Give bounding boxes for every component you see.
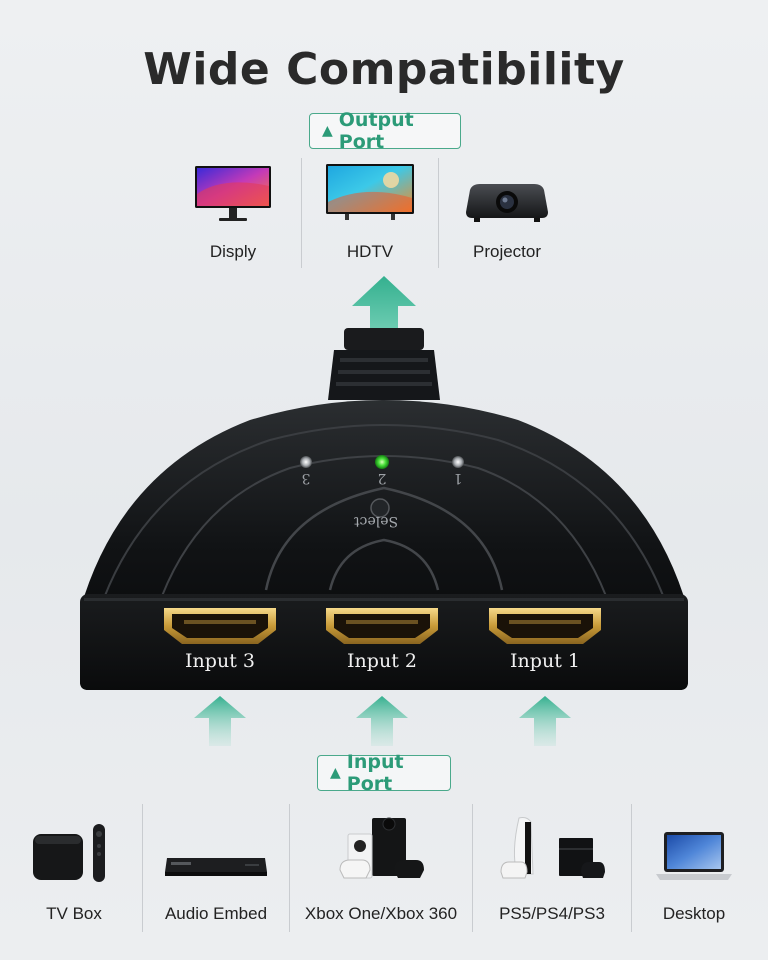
led-1: 1 [452, 456, 464, 486]
device-audio-embed: Audio Embed [143, 804, 289, 932]
hdmi-port-input-3: Input 3 [164, 608, 276, 672]
projector-icon [464, 158, 550, 224]
device-label: Disply [209, 242, 257, 261]
output-device-row: Disply HDTV [165, 158, 575, 268]
hdmi-port-input-1: Input 1 [489, 608, 601, 672]
page-title: Wide Compatibility [143, 44, 625, 95]
led-2-active: 2 [375, 455, 389, 486]
output-port-tag: ▲ Output Port [309, 109, 461, 153]
device-xbox: Xbox One/Xbox 360 [290, 804, 472, 932]
led-number: 2 [378, 470, 387, 486]
input-label: Input 1 [510, 650, 580, 672]
device-desktop: Desktop [632, 804, 756, 932]
device-label: HDTV [346, 242, 394, 261]
divider [289, 804, 290, 932]
xbox-console-icon [336, 804, 426, 884]
triangle-up-icon: ▲ [330, 765, 341, 781]
select-button[interactable]: Select [354, 498, 398, 529]
input-port-tag: ▲ Input Port [317, 751, 451, 795]
device-display: Disply [165, 158, 301, 268]
device-label: Xbox One/Xbox 360 [304, 904, 458, 923]
select-button-label: Select [354, 513, 398, 529]
output-arrow-icon [352, 276, 416, 350]
led-number: 3 [302, 470, 311, 486]
divider [438, 158, 439, 268]
device-label: Projector [472, 242, 542, 261]
laptop-icon [654, 804, 734, 884]
output-port-label: Output Port [338, 109, 414, 153]
tv-icon [325, 158, 415, 224]
device-label: PS5/PS4/PS3 [499, 904, 605, 923]
monitor-icon [193, 158, 273, 224]
input-arrow-icon [194, 696, 246, 746]
hdmi-cable [328, 328, 440, 400]
playstation-console-icon [497, 804, 607, 884]
device-hdtv: HDTV [302, 158, 438, 268]
led-3: 3 [300, 456, 312, 486]
led-number: 1 [454, 470, 463, 486]
triangle-up-icon: ▲ [322, 123, 333, 139]
input-device-row: TV Box Audio Embed Xbox One/Xbox 360 [6, 804, 756, 932]
device-projector: Projector [439, 158, 575, 268]
input-port-label: Input Port [346, 751, 404, 795]
input-label: Input 2 [347, 650, 417, 672]
device-label: Desktop [662, 904, 726, 923]
input-label: Input 3 [185, 650, 255, 672]
blu-ray-player-icon [161, 804, 271, 884]
device-playstation: PS5/PS4/PS3 [473, 804, 631, 932]
input-arrow-icon [356, 696, 408, 746]
divider [142, 804, 143, 932]
hdmi-port-input-2: Input 2 [326, 608, 438, 672]
device-label: Audio Embed [164, 904, 268, 923]
input-arrow-icon [519, 696, 571, 746]
divider [301, 158, 302, 268]
switch-body [80, 400, 688, 690]
divider [631, 804, 632, 932]
device-label: TV Box [46, 904, 102, 923]
device-tv-box: TV Box [6, 804, 142, 932]
divider [472, 804, 473, 932]
tv-box-icon [29, 804, 119, 884]
